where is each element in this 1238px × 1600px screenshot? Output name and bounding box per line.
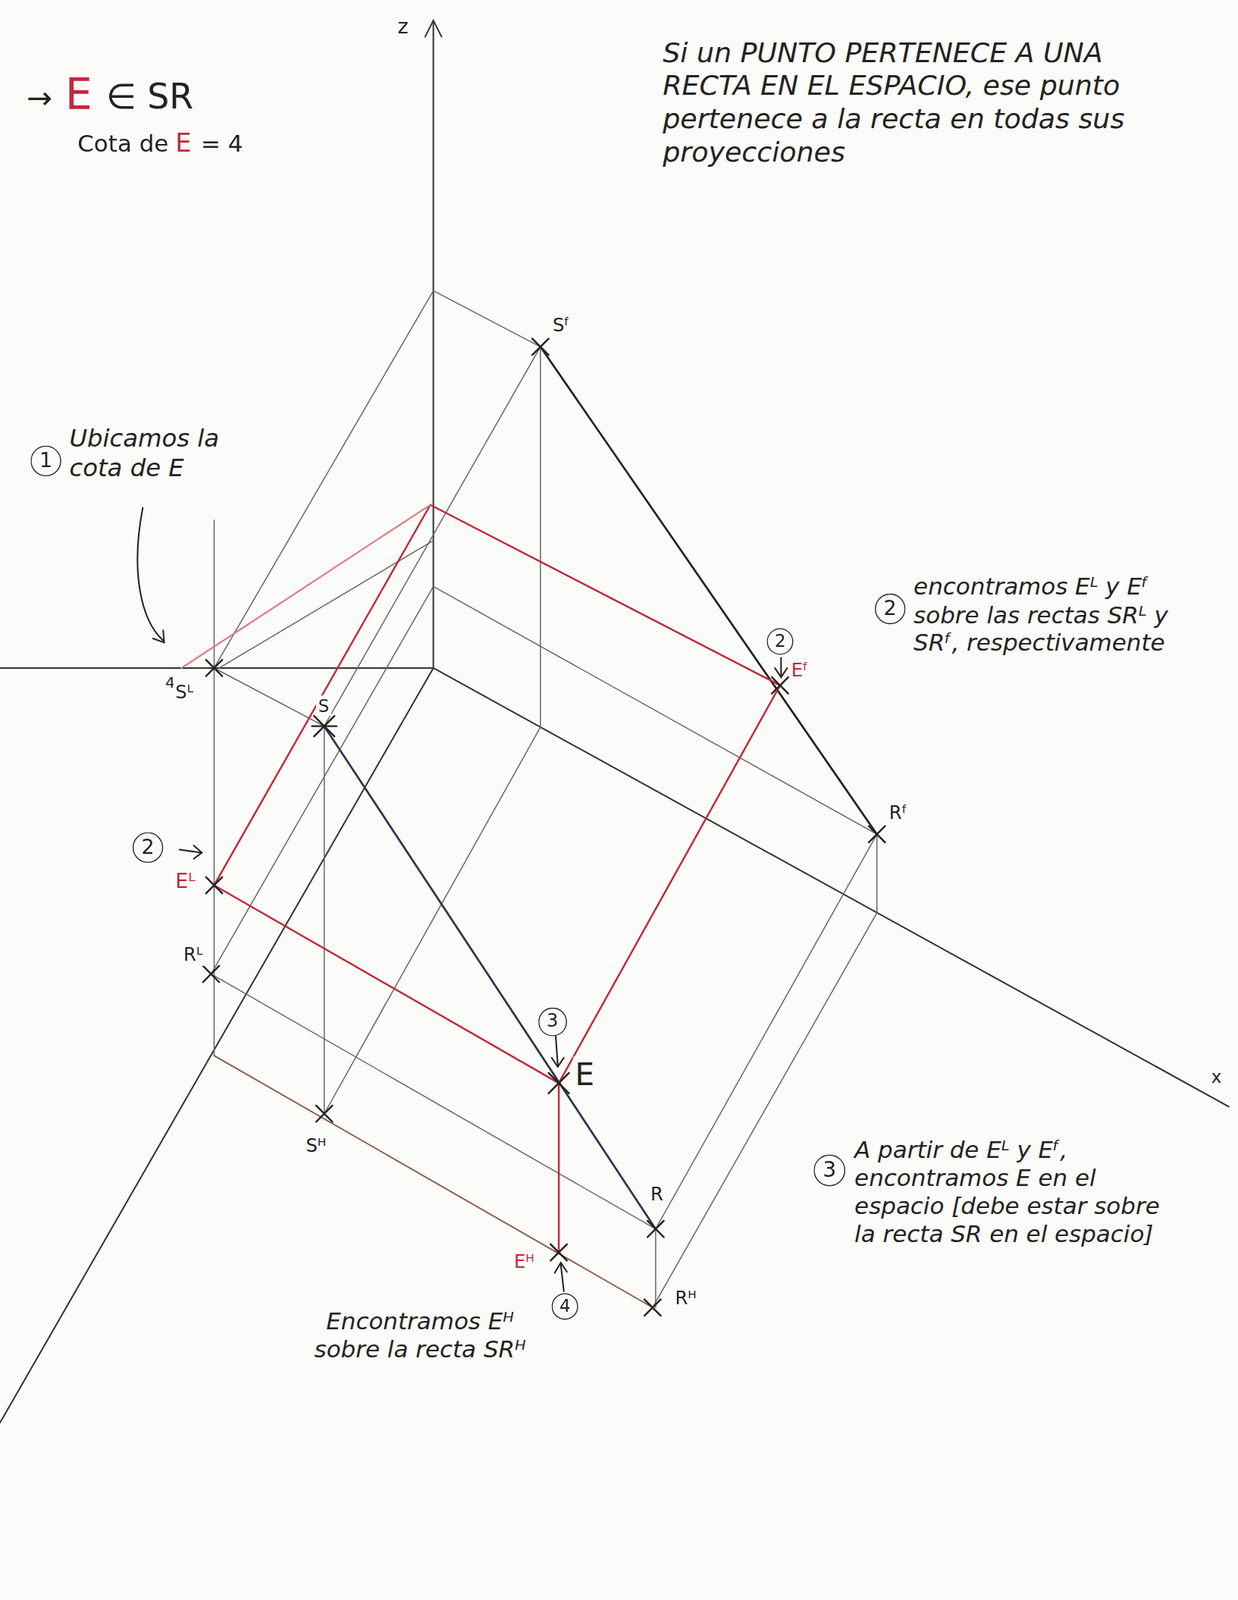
horizontal-projection-line	[213, 1055, 652, 1307]
axis-label: x	[1209, 1066, 1224, 1088]
axis-label: z	[395, 14, 411, 39]
point-name: E	[62, 68, 95, 121]
point-marks	[203, 338, 886, 1317]
construction-lines	[210, 290, 877, 1307]
callout-number: 2	[874, 593, 906, 624]
point-label: S	[316, 695, 332, 716]
frontal-line-SR	[540, 346, 878, 834]
callout-number: 2	[132, 832, 163, 863]
point-e-construction	[213, 504, 780, 1253]
step-note: encontramos Eᴸ y Eᶠ sobre las rectas SRᴸ…	[911, 573, 1196, 658]
point-label: Sᴴ	[304, 1134, 329, 1157]
point-label: E	[573, 1056, 597, 1093]
point-label: Rᶠ	[886, 801, 909, 824]
point-label: Rᴸ	[181, 943, 205, 966]
point-name: E	[173, 128, 195, 159]
point-label: Rᴴ	[673, 1286, 699, 1309]
arrow-mark: →	[24, 79, 54, 116]
step-note: A partir de Eᴸ y Eᶠ, encontramos E en el…	[852, 1135, 1163, 1248]
point-label: Eᶠ	[789, 658, 811, 681]
callout-number: 1	[30, 445, 61, 477]
point-label: Sᴸ	[173, 680, 196, 703]
callout-number: 4	[551, 1292, 579, 1320]
point-label: R	[648, 1182, 665, 1205]
leader-arrows	[137, 507, 787, 1292]
data-note: = 4	[198, 130, 245, 159]
point-label: Sᶠ	[550, 313, 572, 336]
theory-note: Si un PUNTO PERTENECE A UNA RECTA EN EL …	[661, 36, 1176, 169]
step-note: Encontramos Eᴴ sobre la recta SRᴴ	[295, 1306, 545, 1364]
statement: ∈ SR	[103, 75, 196, 118]
point-label: Eᴴ	[511, 1250, 536, 1273]
callout-number: 3	[813, 1154, 846, 1187]
callout-number: 2	[766, 628, 793, 656]
axes	[0, 20, 1229, 1423]
step-note: Ubicamos la cota de E	[67, 424, 276, 483]
point-label: Eᴸ	[173, 868, 198, 894]
cota-line	[181, 504, 430, 668]
data-note: Cota de	[75, 130, 172, 159]
callout-number: 3	[538, 1007, 567, 1036]
